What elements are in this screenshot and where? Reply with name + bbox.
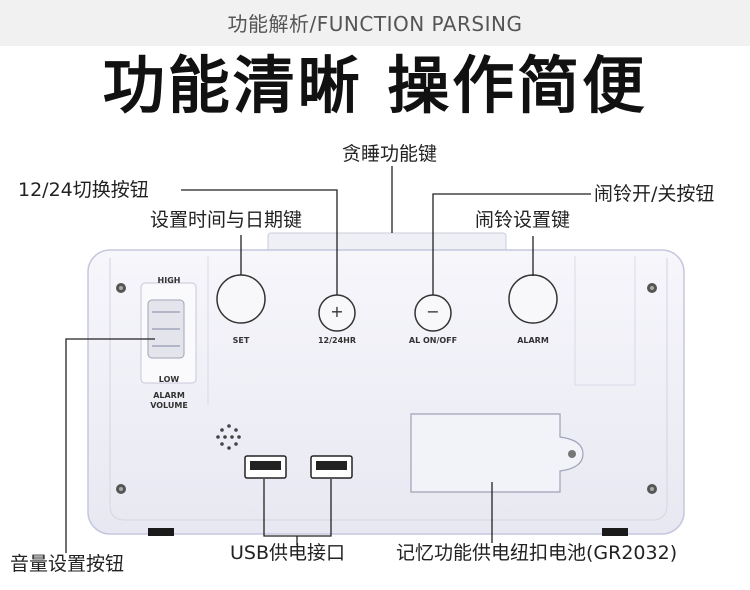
section-title: 功能解析/FUNCTION PARSING	[227, 12, 523, 36]
battery-cover	[410, 413, 584, 493]
plus-icon: +	[330, 302, 344, 321]
usb-port-2	[310, 455, 353, 479]
screw	[116, 484, 126, 494]
label-set: SET	[232, 336, 250, 345]
screw	[647, 283, 657, 293]
label-high: HIGH	[157, 276, 181, 285]
callout-alarm-set: 闹铃设置键	[475, 209, 571, 231]
callout-volume: 音量设置按钮	[10, 553, 125, 575]
label-hr: 12/24HR	[317, 336, 357, 345]
label-onoff: AL ON/OFF	[408, 336, 458, 345]
callout-usb: USB供电接口	[230, 542, 346, 564]
callout-memory-battery: 记忆功能供电纽扣电池(GR2032)	[396, 542, 678, 564]
set-button	[216, 274, 266, 324]
label-low: LOW	[158, 375, 180, 384]
callout-snooze: 贪睡功能键	[342, 143, 438, 165]
label-alarm-volume: ALARM VOLUME	[150, 391, 188, 410]
alarm-button	[508, 274, 558, 324]
header-band	[0, 0, 750, 46]
minus-icon: −	[426, 302, 440, 321]
foot-left	[148, 528, 174, 536]
usb-port-1	[244, 455, 287, 479]
callout-lines	[65, 166, 591, 553]
label-alarm: ALARM	[517, 336, 549, 345]
callout-hour-mode: 12/24切换按钮	[18, 179, 149, 201]
callout-set-time-date: 设置时间与日期键	[150, 209, 303, 231]
headline: 功能清晰 操作简便	[102, 49, 648, 122]
speaker-grille	[216, 424, 241, 450]
callout-alarm-onoff: 闹铃开/关按钮	[594, 183, 715, 205]
foot-right	[602, 528, 628, 536]
screw	[647, 484, 657, 494]
screw	[116, 283, 126, 293]
